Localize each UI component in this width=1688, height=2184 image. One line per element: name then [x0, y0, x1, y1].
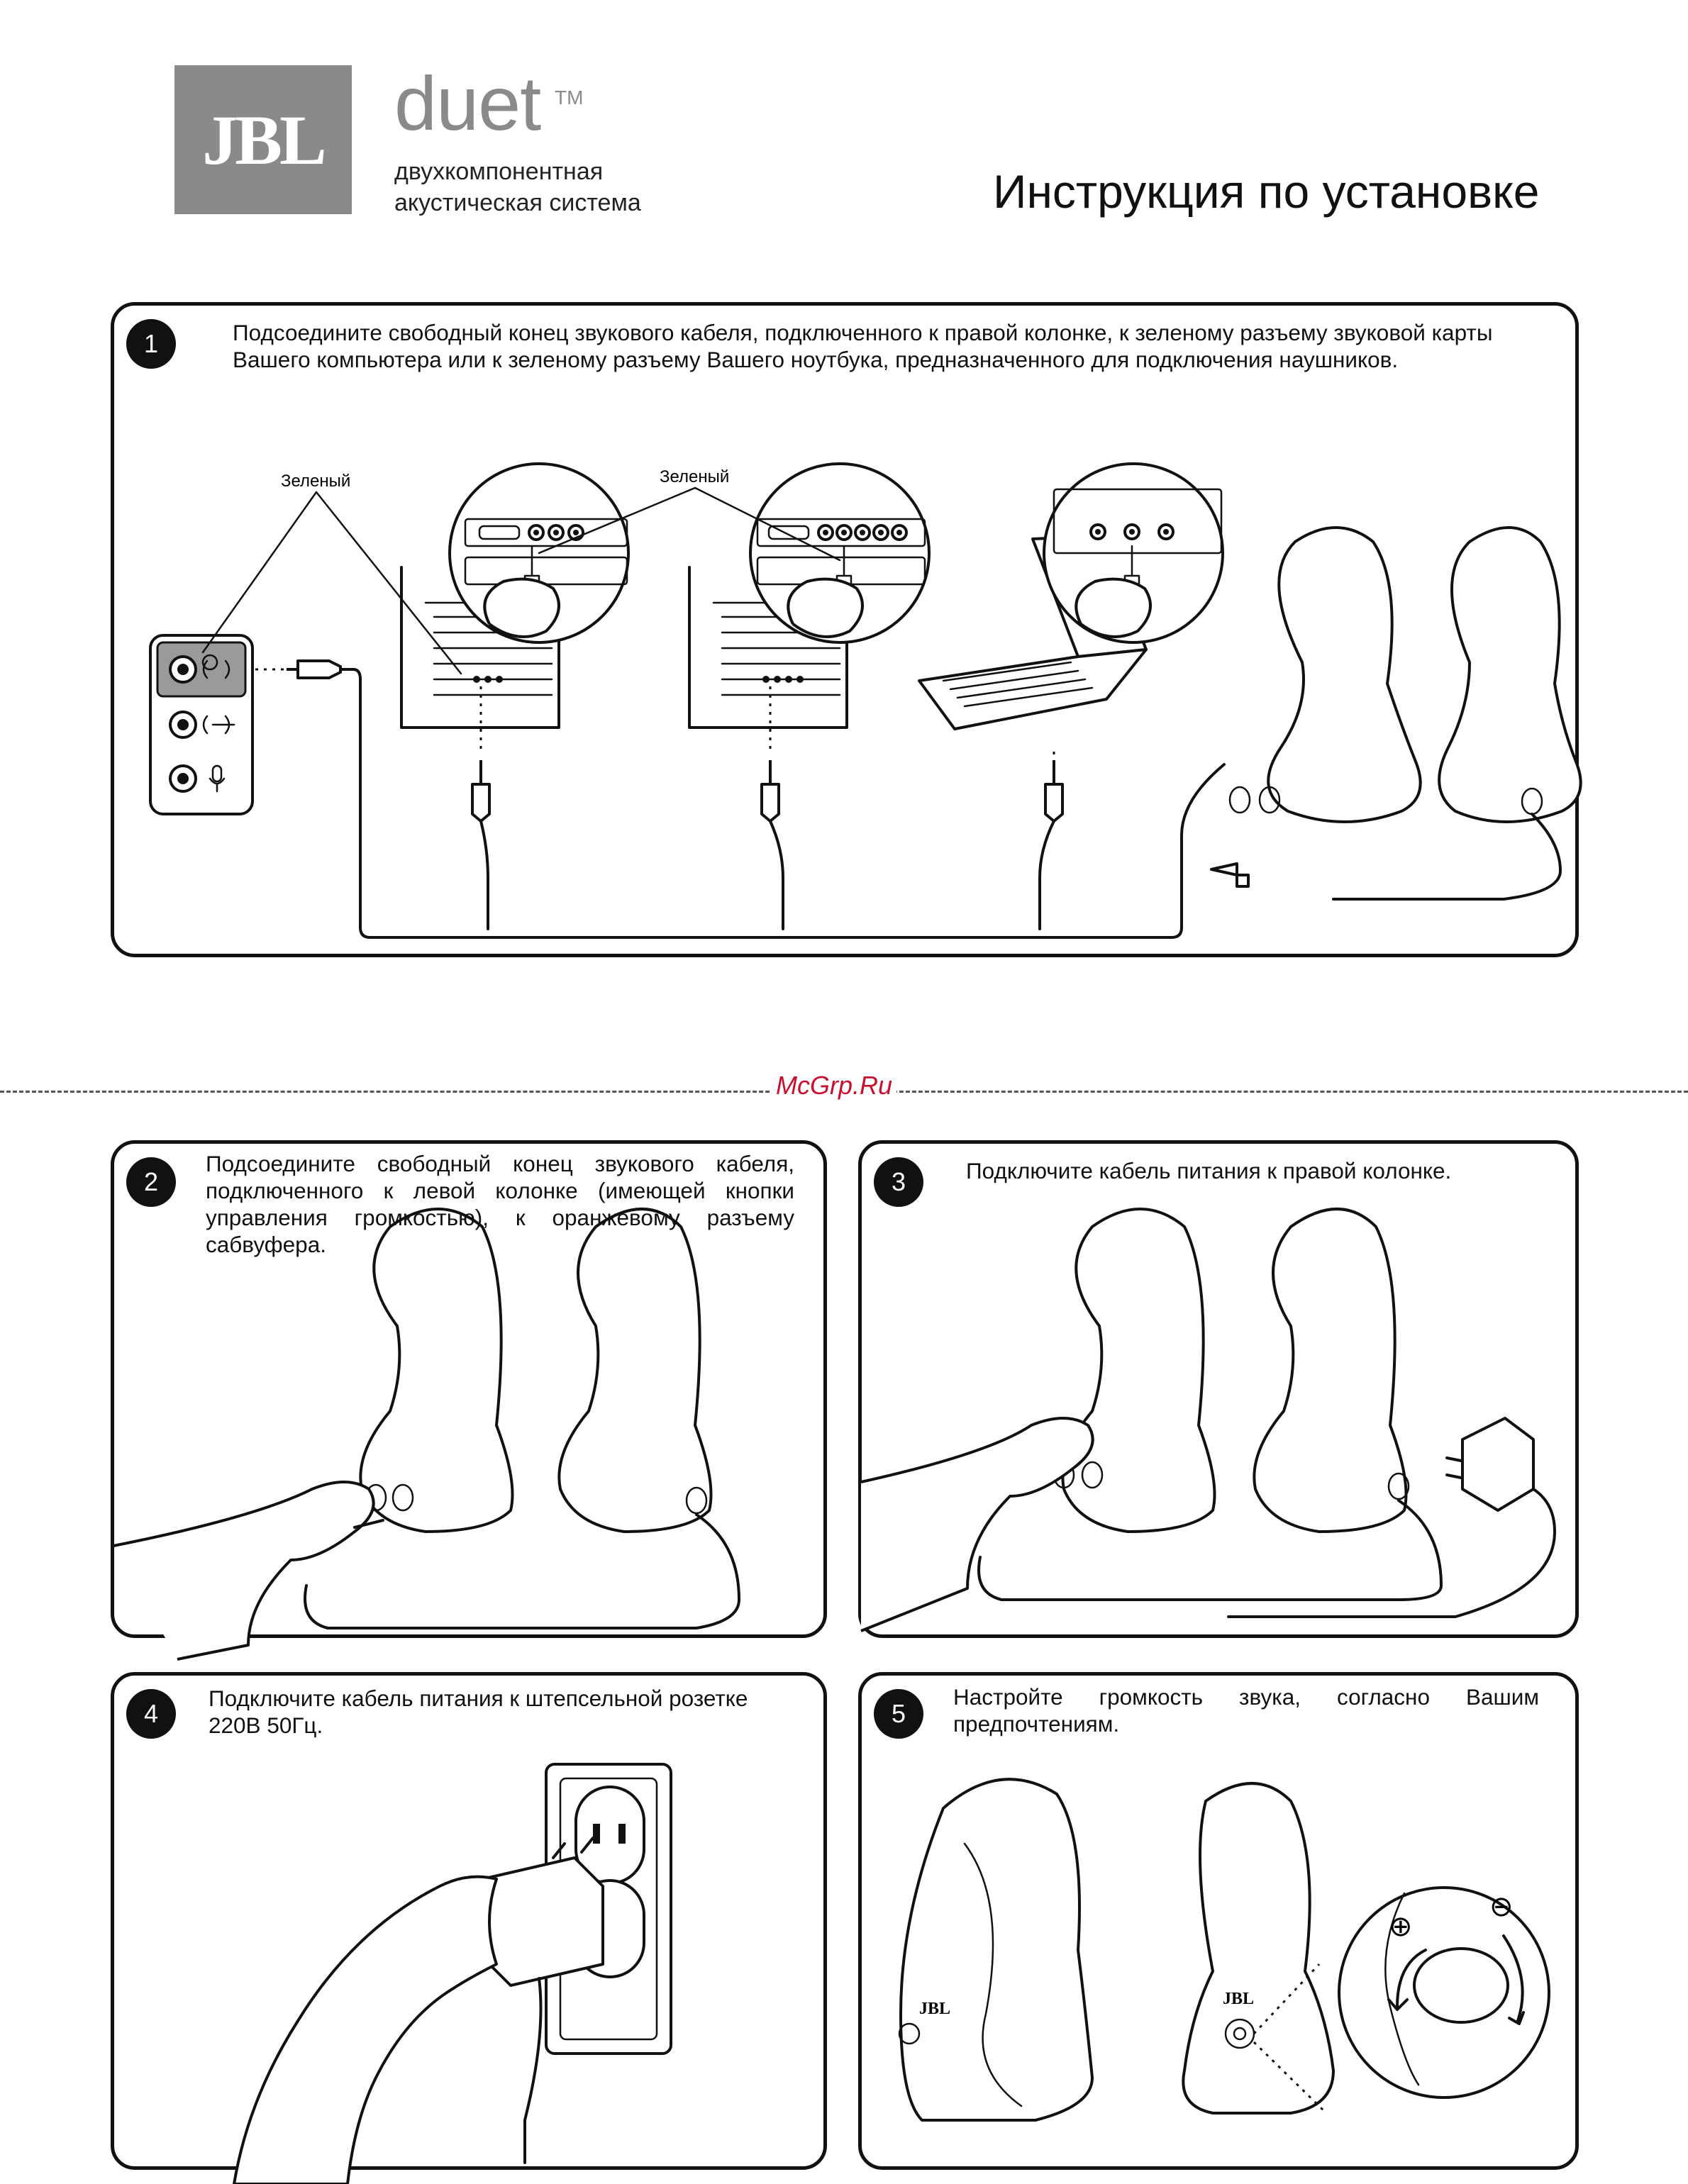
- label-green-2: Зеленый: [660, 467, 729, 486]
- speakers-step-1: [1210, 526, 1582, 901]
- jbl-logo-box: [174, 65, 352, 214]
- magnifier-2: [749, 462, 931, 644]
- speakers-step-5: JBL JBL: [898, 1778, 1335, 2122]
- speakers-step-3: [860, 1208, 1556, 1632]
- volume-magnifier: ⊕ ⊖: [1338, 1886, 1550, 2099]
- brand-name: duet: [394, 60, 541, 146]
- step-2-number: 2: [126, 1157, 176, 1207]
- step-4-text: Подключите кабель питания к штепсельной …: [209, 1686, 748, 1738]
- product-subtitle: двухкомпонентная акустическая система: [394, 156, 735, 218]
- page-title: Инструкция по установке: [993, 165, 1540, 218]
- minus-icon: ⊖: [1489, 1890, 1514, 1923]
- speaker-logo-2: JBL: [1223, 1990, 1254, 2008]
- step-5-text: Настройте громкость звука, согласно Ваши…: [953, 1684, 1539, 1737]
- step-4-number: 4: [126, 1689, 176, 1739]
- step-1-text: Подсоедините свободный конец звукового к…: [233, 320, 1493, 372]
- speaker-logo-1: JBL: [919, 2000, 950, 2018]
- magnifier-3: [1043, 462, 1224, 644]
- label-green-1: Зеленый: [281, 472, 350, 491]
- trademark: TM: [555, 87, 584, 108]
- watermark: McGrp.Ru: [772, 1071, 897, 1101]
- jack-panel-illustration: [149, 634, 254, 815]
- step-1-number: 1: [126, 319, 176, 369]
- jbl-logo: JBL: [202, 100, 326, 179]
- power-adapter-hand: [233, 1837, 604, 2184]
- desktop-tower-2: [688, 566, 848, 754]
- step-3-text: Подключите кабель питания к правой колон…: [966, 1158, 1452, 1183]
- step-2-text: Подсоедините свободный конец звукового к…: [206, 1151, 794, 1257]
- step-3-panel: [858, 1140, 1579, 1638]
- step-5-number: 5: [874, 1689, 923, 1739]
- speakers-step-2: [113, 1208, 740, 1661]
- plus-icon: ⊕: [1389, 1910, 1413, 1943]
- subtitle-line-1: двухкомпонентная: [394, 158, 604, 185]
- subtitle-line-2: акустическая система: [394, 189, 641, 216]
- step-3-number: 3: [874, 1157, 923, 1207]
